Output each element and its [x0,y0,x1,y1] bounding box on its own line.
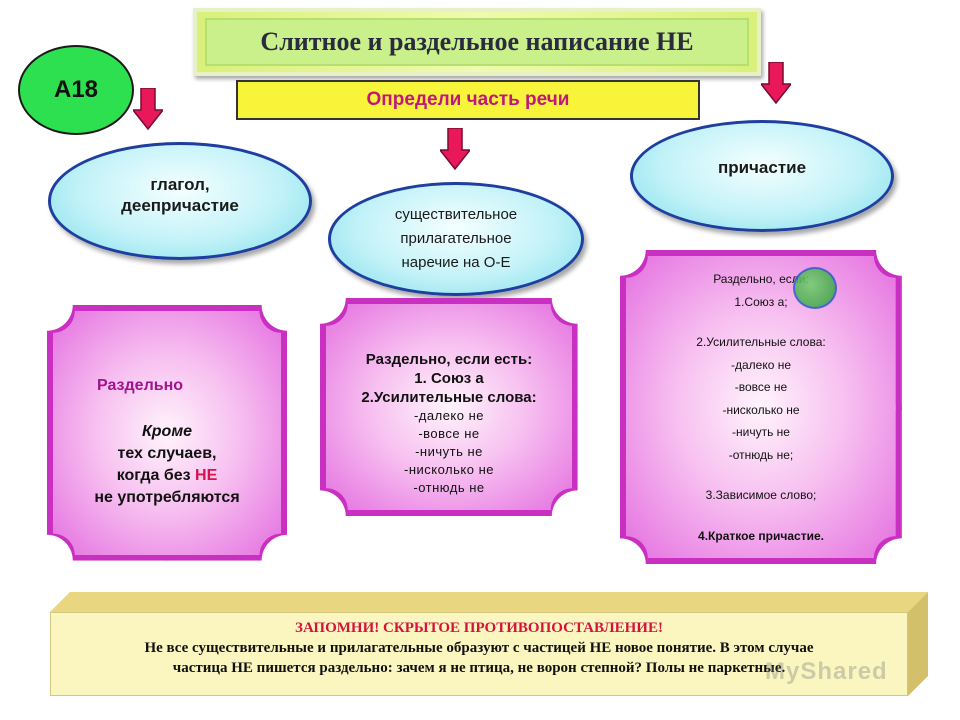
spacer [620,507,902,525]
rule-nav-word: -нисколько не [404,462,494,477]
rule-nav-word: -вовсе не [418,426,480,441]
rule-part-item4: 4.Краткое причастие. [698,528,824,543]
rule-box-verb: Раздельно Кроме тех случаев, когда без Н… [47,305,287,561]
spacer [620,313,902,331]
spacer [620,466,902,484]
rule-verb-except-ne: НЕ [195,467,218,484]
category-noun-adj-adv: существительное прилагательное наречие н… [328,182,584,296]
rule-box-noun-adj-adv-inner [326,304,572,510]
category-adv: наречие на О-Е [401,254,511,271]
rule-box-participle: Раздельно, если: 1.Союз а; 2.Усилительны… [620,250,902,564]
subtitle-text: Определи часть речи [366,89,570,110]
rule-box-verb-inner [53,311,281,555]
rule-verb-head: Раздельно [97,377,183,394]
rule-part-item1: 1.Союз а; [734,294,788,309]
rule-part-head: Раздельно, если: [713,272,809,286]
category-participle-label: причастие [717,158,807,177]
rule-part-word: -вовсе не [734,380,788,394]
rule-verb-except-1: Кроме [141,423,193,440]
page-title: Слитное и раздельное написание НЕ [260,27,694,56]
down-arrow-icon [440,128,470,170]
down-arrow-icon [133,88,163,130]
note-panel-top [50,592,928,612]
down-arrow-icon [761,62,791,104]
task-badge: А18 [18,45,134,135]
category-adj: прилагательное [400,230,512,247]
rule-verb-except-3a: когда без [116,467,196,484]
note-text: ЗАПОМНИ! СКРЫТОЕ ПРОТИВОПОСТАВЛЕНИЕ! Не … [50,618,908,678]
rule-nav-word: -ничуть не [415,444,483,459]
note-panel-front [50,612,908,696]
rule-part-word: -нисколько не [722,402,800,417]
rule-verb-except-4: не употребляются [94,489,240,506]
rule-nav-word: -отнюдь не [413,480,485,495]
category-noun: существительное [394,206,518,223]
rule-verb-except-2: тех случаев, [117,445,217,462]
category-verb: глагол, деепричастие [48,142,312,260]
rule-part-item2: 2.Усилительные слова: [696,335,826,349]
rule-verb-exception: Кроме тех случаев, когда без НЕ не употр… [47,421,287,509]
note-line-2: частица НЕ пишется раздельно: зачем я не… [172,660,786,676]
rule-nav-item2: 2.Усилительные слова: [361,389,537,406]
rule-nav-word: -далеко не [413,408,485,423]
rule-nav-item1: 1. Союз а [414,370,484,387]
category-verb-line-1: глагол, [150,175,210,194]
highlight-circle [793,267,837,309]
rule-verb-except-3: когда без НЕ [47,465,287,487]
rule-part-item3: 3.Зависимое слово; [705,488,817,502]
task-badge-label: А18 [53,76,99,103]
note-head: ЗАПОМНИ! СКРЫТОЕ ПРОТИВОПОСТАВЛЕНИЕ! [295,620,663,636]
rule-participle-text: Раздельно, если: 1.Союз а; 2.Усилительны… [620,268,902,547]
rule-box-participle-inner [626,256,896,558]
rule-part-word: -ничуть не [732,425,790,439]
subtitle-bar: Определи часть речи [236,80,700,120]
title-inner: Слитное и раздельное написание НЕ [205,18,749,66]
category-verb-line-2: деепричастие [121,196,239,215]
watermark: MyShared [765,658,888,685]
note-panel-side [908,592,928,696]
rule-nav-head: Раздельно, если есть: [365,351,533,368]
rule-box-noun-adj-adv: Раздельно, если есть: 1. Союз а 2.Усилит… [320,298,578,516]
note-line-1: Не все существительные и прилагательные … [144,640,814,656]
category-participle: причастие [630,120,894,232]
rule-part-word: -далеко не [730,357,792,372]
rule-noun-adj-adv-text: Раздельно, если есть: 1. Союз а 2.Усилит… [320,350,578,497]
rule-part-word: -отнюдь не; [728,447,794,462]
title-banner: Слитное и раздельное написание НЕ [193,8,761,76]
note-panel: ЗАПОМНИ! СКРЫТОЕ ПРОТИВОПОСТАВЛЕНИЕ! Не … [50,592,928,696]
